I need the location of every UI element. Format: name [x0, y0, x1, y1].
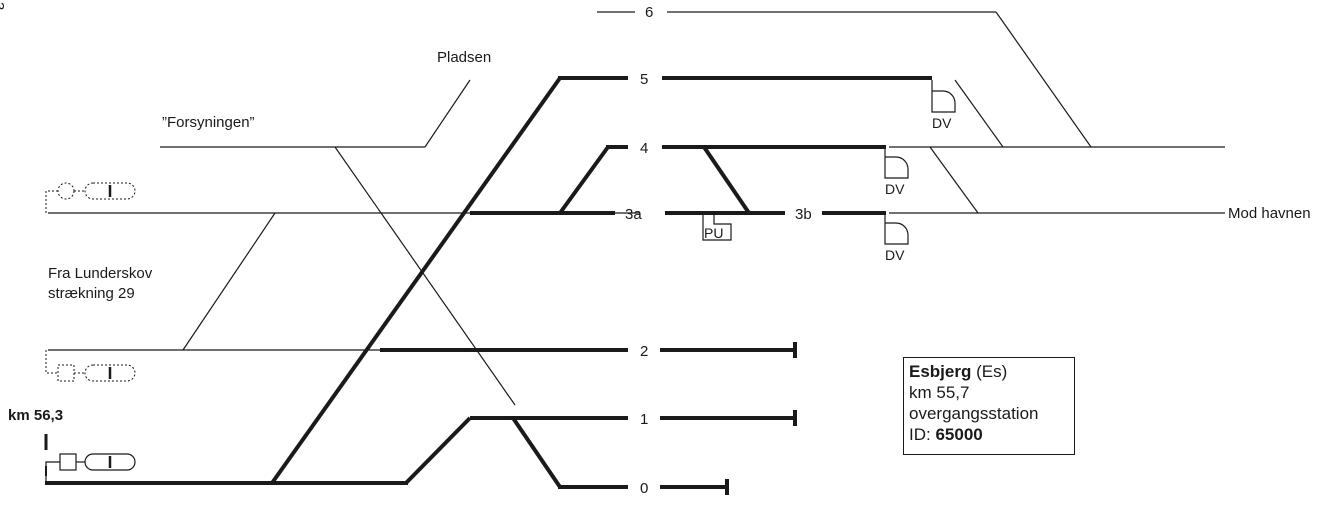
track-4-ramp	[558, 145, 610, 215]
label-fra-lunderskov: Fra Lunderskov	[48, 265, 153, 282]
track-1-ramp	[404, 416, 472, 485]
signal-lunderskov	[45, 350, 136, 382]
thin-lines	[48, 11, 1225, 406]
pu-label: PU	[704, 225, 723, 241]
label-forsyningen: ”Forsyningen”	[162, 114, 255, 131]
corner-mark: 3	[0, 2, 7, 10]
signal-head	[84, 364, 136, 382]
pladsen-track	[424, 79, 471, 148]
signal-lamp-square	[57, 364, 75, 382]
station-km: km 55,7	[909, 383, 970, 402]
signal-lamp-square	[59, 453, 77, 471]
station-code: (Es)	[976, 362, 1008, 381]
signal-post	[45, 190, 58, 213]
dv-symbol-track-4: DV	[884, 149, 909, 197]
place-labels: Pladsen ”Forsyningen” Mod havnen Fra Lun…	[8, 49, 1311, 424]
label-km-start: km 56,3	[8, 407, 63, 424]
track-label-0: 0	[640, 480, 648, 497]
signal-head	[84, 453, 136, 471]
dv-label: DV	[932, 115, 952, 131]
station-id-line: ID: 65000	[909, 424, 1069, 445]
dv-shape	[931, 80, 956, 113]
track-4-exit-diagonal	[929, 146, 979, 214]
track-label-4: 4	[640, 140, 648, 157]
signal-main-line	[45, 182, 136, 213]
station-name-line: Esbjerg (Es)	[909, 361, 1069, 382]
dv-shape	[884, 149, 909, 179]
track-label-2: 2	[640, 343, 648, 360]
track-label-1: 1	[640, 411, 648, 428]
dv-shape	[884, 215, 909, 245]
track-4-3-crossover	[702, 145, 751, 215]
station-id-value: 65000	[935, 425, 983, 444]
track-label-6: 6	[645, 4, 653, 21]
track-label-5: 5	[640, 71, 648, 88]
track-labels: 6 5 4 3a 3b 2 1 0	[625, 4, 812, 497]
track-6-diagonal	[995, 11, 1092, 148]
signal-post	[45, 350, 58, 374]
signal-post	[45, 461, 60, 483]
thick-lines	[45, 76, 932, 495]
dv-symbol-track-5: DV	[931, 80, 956, 131]
signal-lamp-round	[57, 182, 75, 200]
pu-symbol: PU	[702, 215, 732, 241]
station-type: overgangsstation	[909, 404, 1039, 423]
pu-shape	[702, 215, 732, 241]
label-pladsen: Pladsen	[437, 49, 491, 66]
signal-head	[84, 182, 136, 200]
station-name: Esbjerg	[909, 362, 972, 381]
station-id-label: ID:	[909, 425, 931, 444]
track-5-exit-diagonal	[954, 79, 1004, 148]
track-label-3a: 3a	[625, 206, 642, 223]
forsyningen-crossing-diagonal	[334, 146, 516, 406]
signal-main-bottom	[45, 453, 136, 483]
dv-label: DV	[885, 181, 905, 197]
dv-symbol-track-3b: DV	[884, 215, 909, 263]
label-straekning: strækning 29	[48, 285, 135, 302]
label-mod-havnen: Mod havnen	[1228, 205, 1311, 222]
dv-label: DV	[885, 247, 905, 263]
track-0-ramp	[511, 416, 562, 489]
track-label-3b: 3b	[795, 206, 812, 223]
lunderskov-connecting-diagonal	[182, 212, 276, 351]
main-diagonal	[270, 76, 562, 485]
station-info-box: Esbjerg (Es) km 55,7 overgangsstation ID…	[903, 357, 1075, 455]
